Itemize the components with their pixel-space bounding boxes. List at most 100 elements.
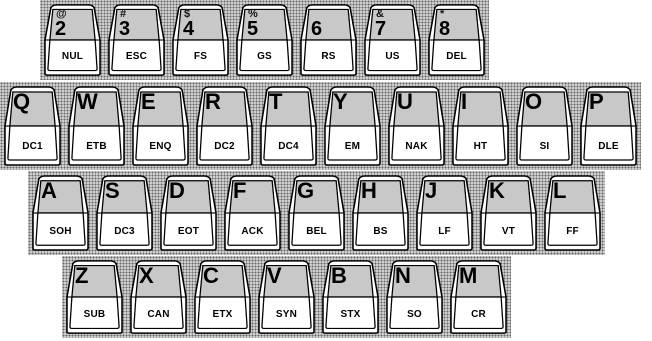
keycap-outline — [3, 86, 62, 166]
key-digit: 5 — [247, 19, 258, 39]
key-j: J LF — [415, 175, 474, 251]
key-control-code: GS — [235, 51, 294, 62]
key-7: &7US — [363, 4, 422, 76]
key-letter: F — [233, 180, 246, 202]
key-n: N SO — [385, 260, 444, 334]
key-letter: V — [267, 265, 281, 287]
key-letter: L — [553, 180, 566, 202]
keycap-outline — [415, 175, 474, 251]
key-control-code: CAN — [129, 309, 188, 320]
keycap-outline — [287, 175, 346, 251]
key-w: WETB — [67, 86, 126, 166]
key-control-code: DC3 — [95, 226, 154, 237]
keycap-outline — [515, 86, 574, 166]
key-control-code: LF — [415, 226, 474, 237]
keycap-outline — [107, 4, 166, 76]
keycap-outline — [171, 4, 230, 76]
key-control-code: HT — [451, 141, 510, 152]
key-control-code: BEL — [287, 226, 346, 237]
key-control-code: ACK — [223, 226, 282, 237]
key-b: B STX — [321, 260, 380, 334]
key-letter: N — [395, 265, 410, 287]
keycap-outline — [451, 86, 510, 166]
key-control-code: ESC — [107, 51, 166, 62]
keycap-outline — [479, 175, 538, 251]
key-digit: 8 — [439, 19, 450, 39]
key-letter: J — [425, 180, 437, 202]
key-o: O SI — [515, 86, 574, 166]
keycap-outline — [31, 175, 90, 251]
key-u: U NAK — [387, 86, 446, 166]
key-letter: R — [205, 91, 220, 113]
key-control-code: CR — [449, 309, 508, 320]
key-letter: B — [331, 265, 346, 287]
keycap-outline — [257, 260, 316, 334]
keycap-outline — [299, 4, 358, 76]
key-control-code: STX — [321, 309, 380, 320]
key-control-code: ENQ — [131, 141, 190, 152]
key-letter: I — [461, 91, 467, 113]
key-letter: S — [105, 180, 119, 202]
keycap-outline — [159, 175, 218, 251]
key-control-code: DC4 — [259, 141, 318, 152]
key-control-code: EM — [323, 141, 382, 152]
key-letter: U — [397, 91, 412, 113]
key-r: R DC2 — [195, 86, 254, 166]
key-control-code: SI — [515, 141, 574, 152]
keycap-outline — [235, 4, 294, 76]
key-control-code: DEL — [427, 51, 486, 62]
key-letter: P — [589, 91, 603, 113]
key-f: F ACK — [223, 175, 282, 251]
keycap-outline — [351, 175, 410, 251]
key-letter: Q — [13, 91, 30, 113]
key-control-code: SO — [385, 309, 444, 320]
key-control-code: BS — [351, 226, 410, 237]
key-letter: Z — [75, 265, 88, 287]
key-letter: G — [297, 180, 314, 202]
key-5: %5GS — [235, 4, 294, 76]
key-i: I HT — [451, 86, 510, 166]
key-letter: O — [525, 91, 542, 113]
keycap-outline — [543, 175, 602, 251]
keycap-outline — [385, 260, 444, 334]
key-letter: M — [459, 265, 477, 287]
key-control-code: NUL — [43, 51, 102, 62]
key-digit: 7 — [375, 19, 386, 39]
keycap-outline — [387, 86, 446, 166]
keycap-outline — [129, 260, 188, 334]
key-control-code: ETB — [67, 141, 126, 152]
key-c: CETX — [193, 260, 252, 334]
keycap-outline — [579, 86, 638, 166]
key-letter: H — [361, 180, 376, 202]
key-control-code: VT — [479, 226, 538, 237]
keycap-outline — [43, 4, 102, 76]
key-digit: 4 — [183, 19, 194, 39]
keycap-outline — [449, 260, 508, 334]
key-letter: X — [139, 265, 153, 287]
key-control-code: DC2 — [195, 141, 254, 152]
key-h: H BS — [351, 175, 410, 251]
key-digit: 2 — [55, 19, 66, 39]
key-letter: A — [41, 180, 56, 202]
key-s: S DC3 — [95, 175, 154, 251]
key-control-code: SOH — [31, 226, 90, 237]
key-control-code: NAK — [387, 141, 446, 152]
key-letter: T — [269, 91, 282, 113]
key-digit: 6 — [311, 19, 322, 39]
keycap-outline — [95, 175, 154, 251]
keycap-outline — [65, 260, 124, 334]
key-x: X CAN — [129, 260, 188, 334]
